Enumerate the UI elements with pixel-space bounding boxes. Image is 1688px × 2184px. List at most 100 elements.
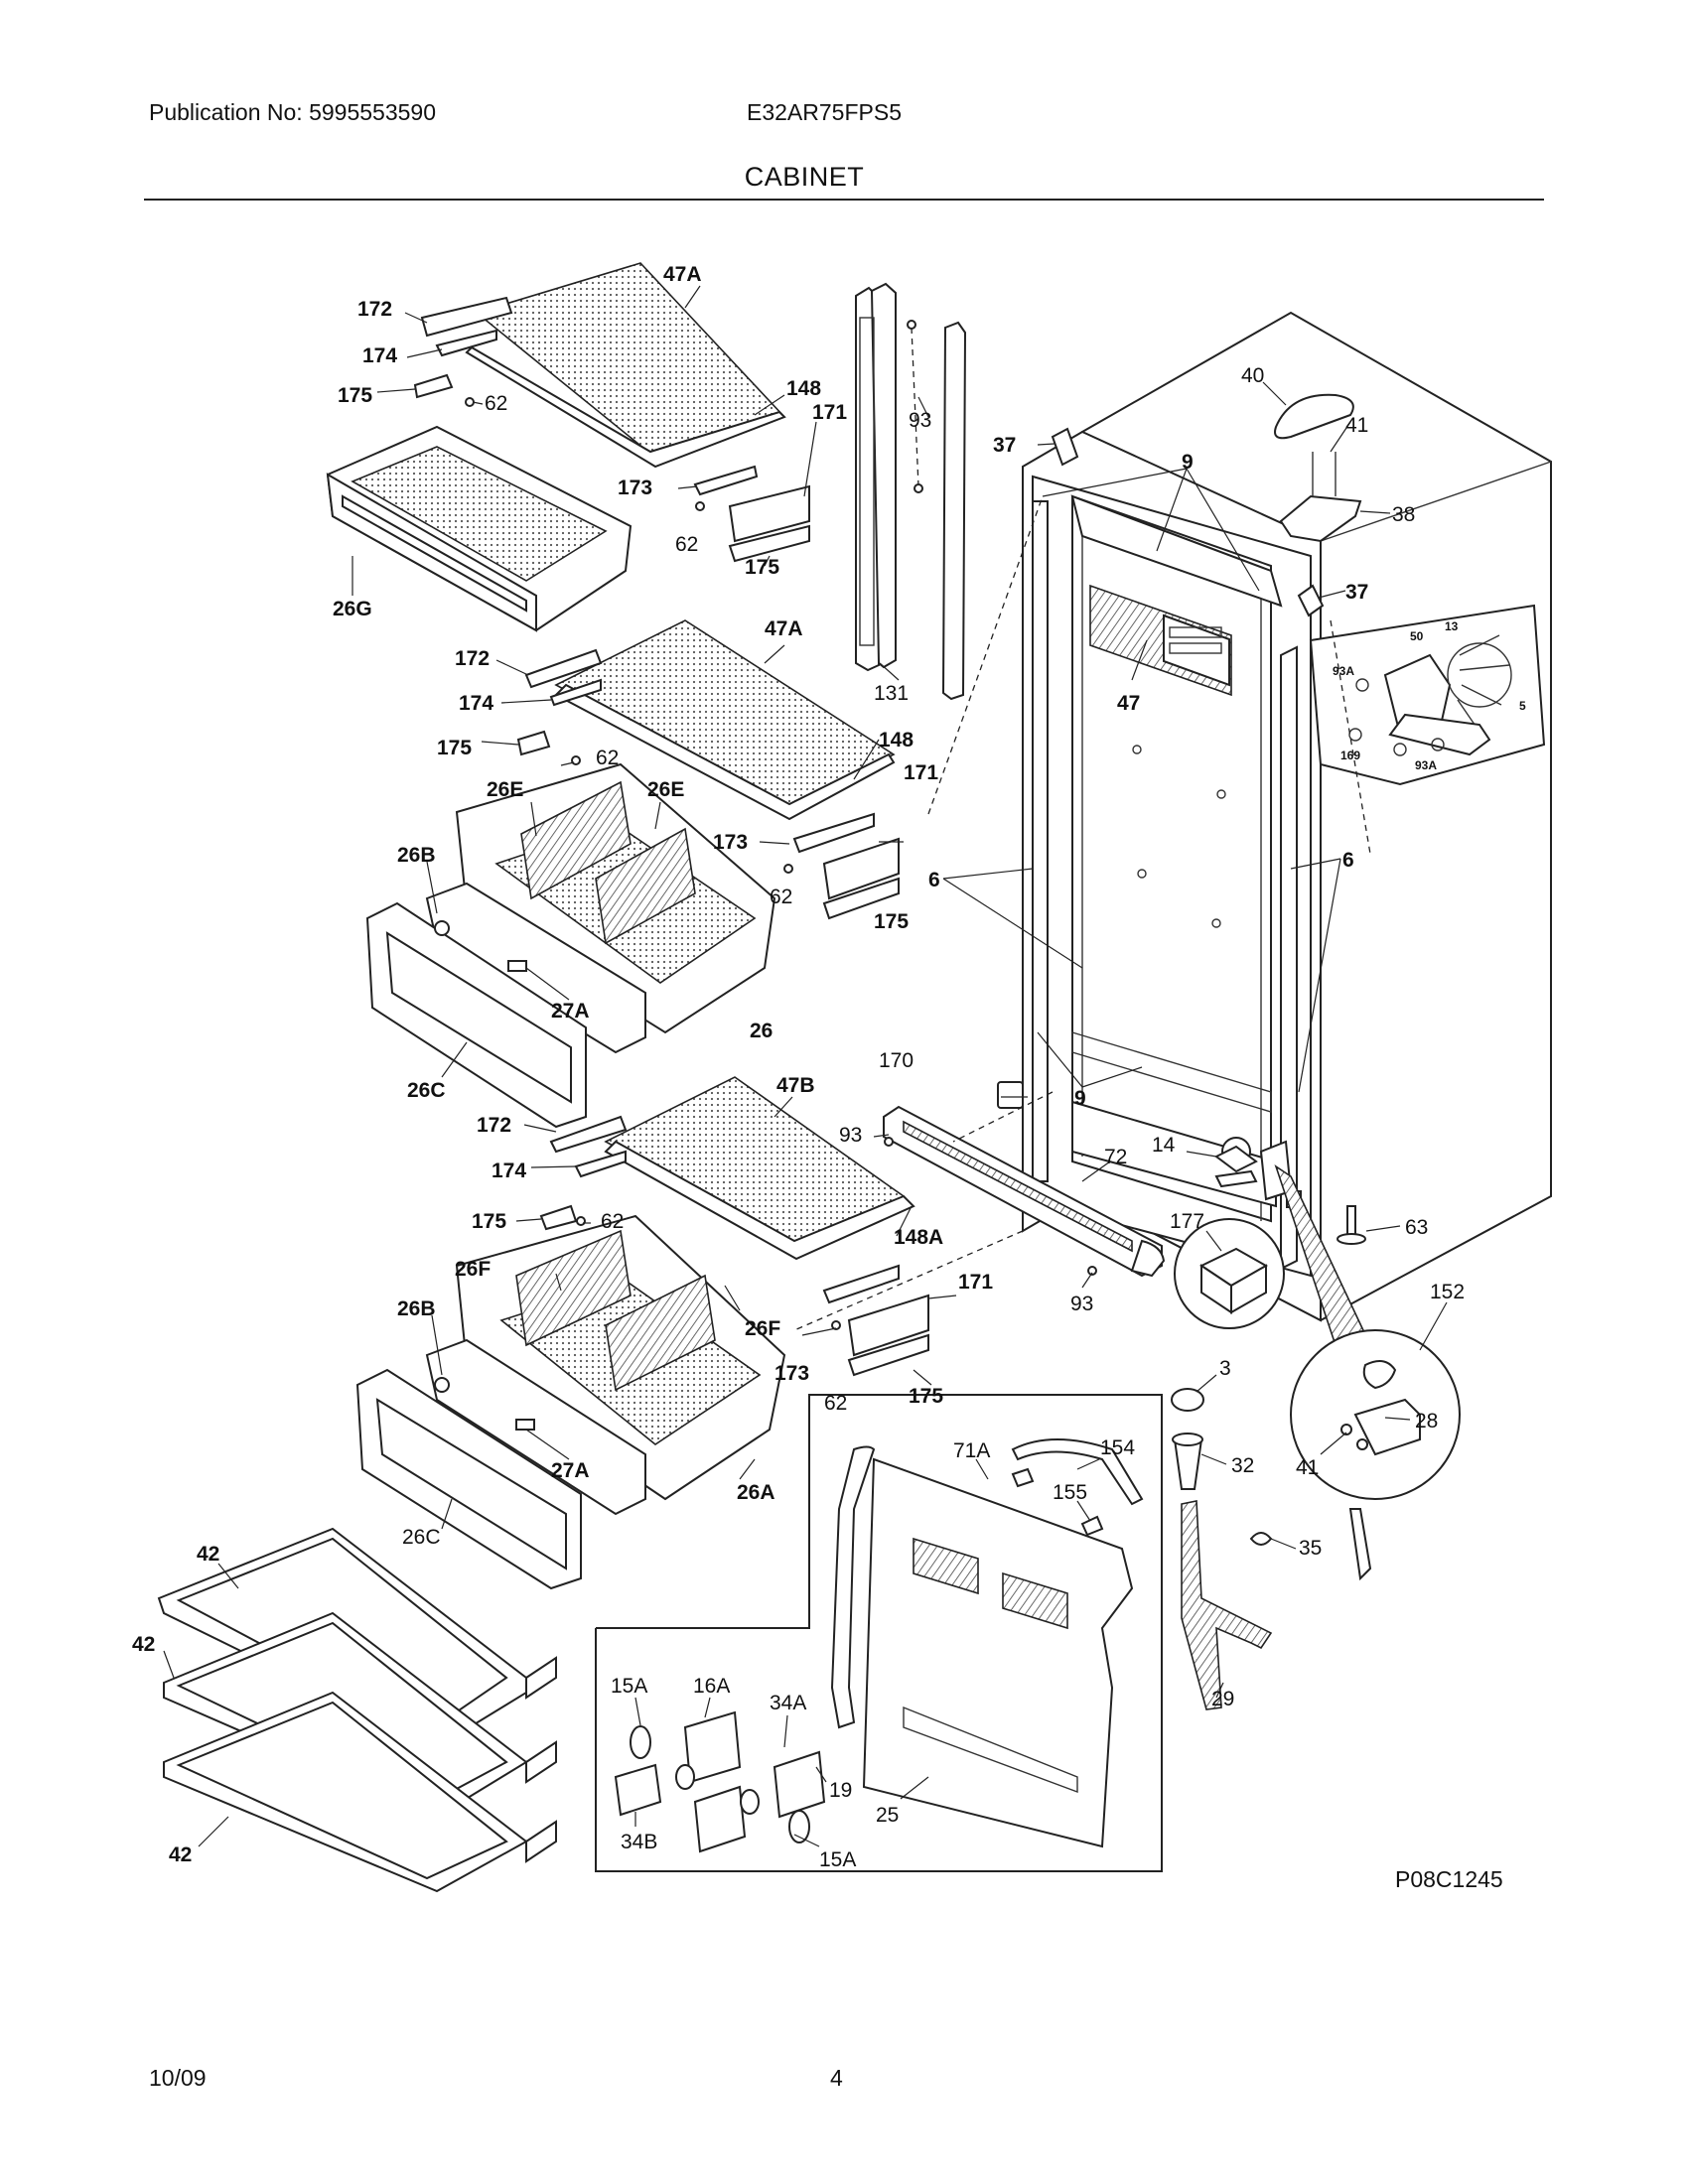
callout: 148A bbox=[894, 1226, 943, 1249]
callout: 62 bbox=[770, 886, 792, 908]
callout: 26G bbox=[333, 598, 372, 620]
callout: 174 bbox=[362, 344, 397, 367]
callout: 171 bbox=[958, 1271, 993, 1294]
callout: 25 bbox=[876, 1804, 899, 1827]
crisper-drawer-26G bbox=[326, 425, 633, 632]
callout: 26E bbox=[487, 778, 523, 801]
callout: 15A bbox=[819, 1848, 856, 1871]
callout: 172 bbox=[357, 298, 392, 321]
crisper-drawer-26A bbox=[355, 1214, 786, 1590]
callout: 62 bbox=[601, 1210, 624, 1233]
leveling-screw-63 bbox=[1336, 1205, 1366, 1245]
callout: 26B bbox=[397, 844, 436, 867]
callout: 6 bbox=[1342, 849, 1354, 872]
callout: 93 bbox=[1070, 1293, 1093, 1315]
callout: 62 bbox=[675, 533, 698, 556]
callout: 26F bbox=[745, 1317, 780, 1340]
callout: 71A bbox=[953, 1439, 990, 1462]
callout: 34B bbox=[621, 1831, 657, 1853]
callout: 15A bbox=[611, 1675, 647, 1698]
callout: 42 bbox=[169, 1843, 192, 1866]
deli-drawer-26 bbox=[365, 762, 776, 1129]
callout: 63 bbox=[1405, 1216, 1428, 1239]
callout: 172 bbox=[455, 647, 490, 670]
glass-shelf-lower bbox=[539, 1076, 929, 1377]
callout: 152 bbox=[1430, 1281, 1465, 1303]
callout: 37 bbox=[1345, 581, 1368, 604]
callout: 93 bbox=[909, 409, 931, 432]
callout: 9 bbox=[1074, 1087, 1086, 1110]
callout: 19 bbox=[829, 1779, 852, 1802]
callout: 27A bbox=[551, 1000, 590, 1023]
callout: 47B bbox=[776, 1074, 815, 1097]
drain-parts bbox=[1171, 1388, 1273, 1710]
callout: 93A bbox=[1333, 664, 1354, 678]
evaporator-cover-inset bbox=[595, 1394, 1163, 1872]
callout: 175 bbox=[472, 1210, 506, 1233]
assembly-guides bbox=[793, 495, 1371, 1331]
door-bins bbox=[157, 1527, 557, 1893]
callout: 93 bbox=[839, 1124, 862, 1147]
callout: 175 bbox=[338, 384, 372, 407]
callout: 34A bbox=[770, 1692, 806, 1714]
callout: 26A bbox=[737, 1481, 775, 1504]
page-title: CABINET bbox=[744, 162, 865, 192]
callout: 154 bbox=[1100, 1436, 1135, 1459]
callout: 171 bbox=[904, 761, 938, 784]
fan-motor-inset bbox=[1309, 604, 1546, 786]
callout: 62 bbox=[596, 747, 619, 769]
callout: 175 bbox=[437, 737, 472, 759]
shelf-ladders bbox=[855, 282, 967, 701]
callout: 28 bbox=[1415, 1410, 1438, 1433]
callout: 131 bbox=[874, 682, 909, 705]
callout: 155 bbox=[1053, 1481, 1087, 1504]
callout: 26B bbox=[397, 1297, 436, 1320]
callout: 173 bbox=[774, 1362, 809, 1385]
glass-shelf-middle bbox=[516, 619, 900, 920]
callout: 9 bbox=[1182, 451, 1194, 474]
callout: 38 bbox=[1392, 503, 1415, 526]
callout: 37 bbox=[993, 434, 1016, 457]
callout: 47A bbox=[765, 617, 803, 640]
callout: 174 bbox=[459, 692, 493, 715]
page-number: 4 bbox=[830, 2065, 843, 2091]
callout: 62 bbox=[824, 1392, 847, 1415]
callout: 169 bbox=[1340, 749, 1360, 762]
callout: 175 bbox=[909, 1385, 943, 1408]
hinge-detail-152 bbox=[1214, 1164, 1461, 1581]
callout: 72 bbox=[1104, 1146, 1127, 1168]
callout: 47 bbox=[1117, 692, 1140, 715]
callout: 171 bbox=[812, 401, 847, 424]
callout: 41 bbox=[1345, 414, 1368, 437]
callout: 26 bbox=[750, 1020, 773, 1042]
callout: 175 bbox=[745, 556, 779, 579]
callout: 26E bbox=[647, 778, 684, 801]
callout: 35 bbox=[1299, 1537, 1322, 1560]
callout-labels: 172 174 175 62 47A 148 171 173 62 175 26… bbox=[132, 263, 1526, 1871]
cam-detail-177 bbox=[1174, 1218, 1285, 1329]
header-rule bbox=[144, 199, 1544, 201]
callout: 47A bbox=[663, 263, 702, 286]
toe-grille bbox=[883, 1081, 1258, 1278]
callout: 40 bbox=[1241, 364, 1264, 387]
callout: 175 bbox=[874, 910, 909, 933]
callout: 42 bbox=[197, 1543, 219, 1566]
callout: 173 bbox=[713, 831, 748, 854]
callout: 3 bbox=[1219, 1357, 1231, 1380]
footer-date: 10/09 bbox=[149, 2065, 207, 2091]
callout: 32 bbox=[1231, 1454, 1254, 1477]
callout: 177 bbox=[1170, 1210, 1204, 1233]
callout: 13 bbox=[1445, 619, 1459, 633]
callout: 16A bbox=[693, 1675, 730, 1698]
callout: 6 bbox=[928, 869, 940, 891]
callout: 42 bbox=[132, 1633, 155, 1656]
callout: 26C bbox=[407, 1079, 446, 1102]
callout: 172 bbox=[477, 1114, 511, 1137]
callout: 148 bbox=[786, 377, 821, 400]
callout: 173 bbox=[618, 477, 652, 499]
glass-shelf-top bbox=[413, 262, 810, 563]
leader-lines bbox=[163, 285, 1448, 1847]
callout: 27A bbox=[551, 1459, 590, 1482]
model-number: E32AR75FPS5 bbox=[747, 99, 902, 125]
